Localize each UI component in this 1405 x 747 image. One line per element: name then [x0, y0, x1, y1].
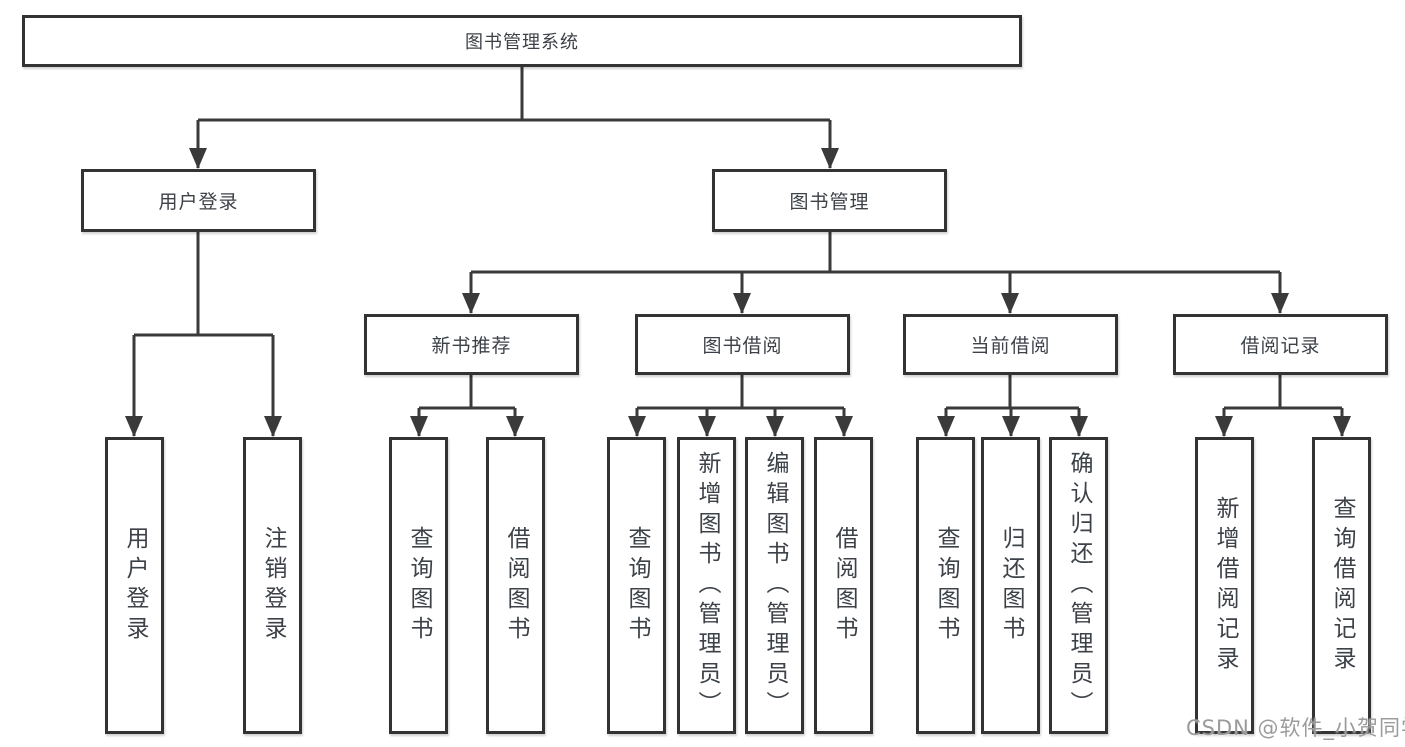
- leaf-borrow-books-recommend: 借阅图书: [486, 437, 545, 734]
- node-book-management: 图书管理: [712, 169, 947, 232]
- node-new-book-recommendation: 新书推荐: [364, 314, 579, 375]
- leaf-return-book: 归还图书: [981, 437, 1040, 734]
- node-borrowing-records: 借阅记录: [1173, 314, 1388, 375]
- node-library-management-system: 图书管理系统: [22, 15, 1022, 67]
- node-user-login: 用户登录: [81, 169, 316, 232]
- leaf-confirm-return-admin: 确认归还（管理员）: [1049, 437, 1108, 734]
- leaf-query-borrow-record: 查询借阅记录: [1312, 437, 1371, 734]
- node-current-borrowing: 当前借阅: [903, 314, 1118, 375]
- watermark: CSDN @软件_小贺同学: [1186, 716, 1405, 740]
- leaf-query-books-borrowing: 查询图书: [607, 437, 666, 734]
- leaf-add-borrow-record: 新增借阅记录: [1195, 437, 1254, 734]
- leaf-logout: 注销登录: [243, 437, 302, 734]
- leaf-borrow-books-borrowing: 借阅图书: [814, 437, 873, 734]
- leaf-add-book-admin: 新增图书（管理员）: [677, 437, 736, 734]
- leaf-query-books-current: 查询图书: [916, 437, 975, 734]
- leaf-query-books-recommend: 查询图书: [389, 437, 448, 734]
- leaf-user-login: 用户登录: [105, 437, 164, 734]
- leaf-edit-book-admin: 编辑图书（管理员）: [745, 437, 804, 734]
- node-book-borrowing: 图书借阅: [635, 314, 850, 375]
